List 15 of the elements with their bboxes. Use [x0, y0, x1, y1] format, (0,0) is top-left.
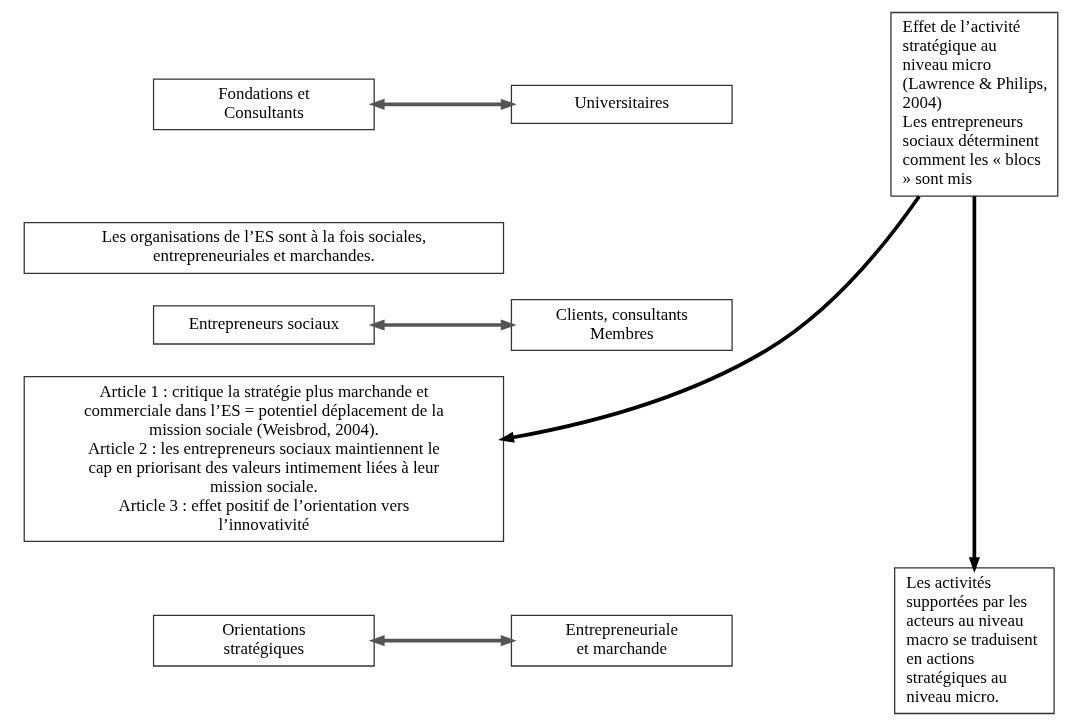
arrow [368, 319, 517, 331]
node-box: Entrepreneurs sociaux [152, 305, 375, 345]
node-box: Les organisations de l’ES sont à la fois sociales, entrepreneuriales et marchandes. [23, 221, 505, 274]
node-box: Orientations stratégiques [152, 614, 375, 667]
node-box: Clients, consultants Membres [510, 299, 733, 351]
arrow [968, 196, 980, 574]
node-box: Universitaires [510, 84, 733, 124]
node-box: Effet de l’activité stratégique au niveau micro (Lawrence & Philips, 2004) Les entrepreneurs sociaux déterminent comment les « blocs » sont mis [890, 11, 1059, 197]
node-box: Fondations et Consultants [152, 78, 375, 131]
arrow [368, 98, 517, 110]
arrow [368, 635, 517, 647]
node-box: Entrepreneuriale et marchande [510, 614, 733, 667]
node-box: Article 1 : critique la stratégie plus marchande et commerciale dans l’ES = potentiel déplacement de la mission sociale (Weisbrod, 2004). Article 2 : les entrepreneurs sociaux maintiennent le cap en priorisant des valeurs intimement liées à leur mission sociale. Article 3 : effet positif de l’orientation vers l’innovativité [23, 376, 505, 543]
node-box: Les activités supportées par les acteurs au niveau macro se traduisent en actions stratégiques au niveau micro. [894, 567, 1055, 715]
arrow [498, 195, 921, 443]
